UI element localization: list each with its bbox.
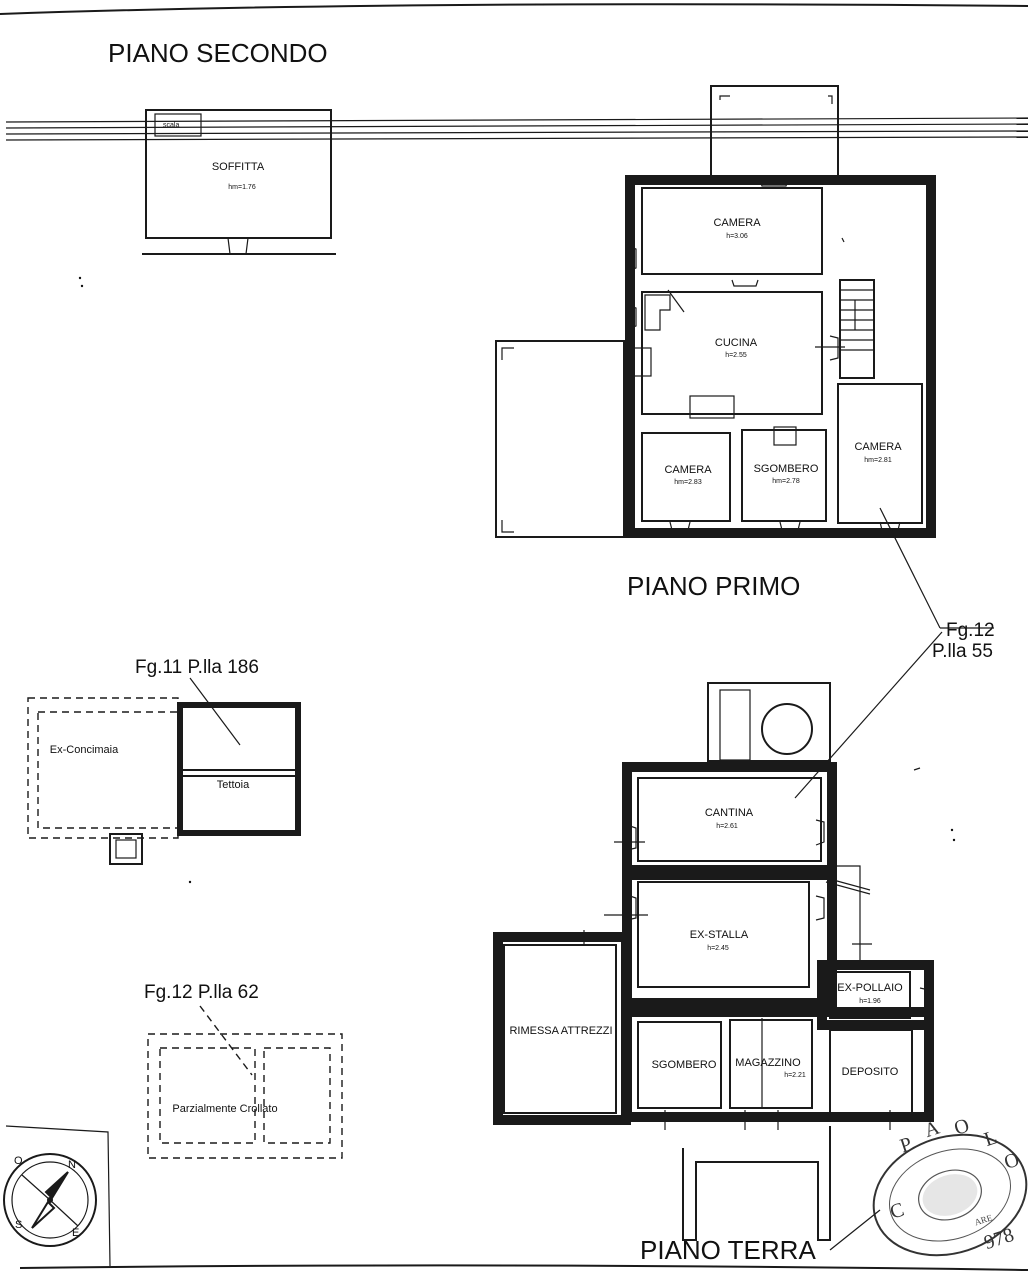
compass-e: E <box>72 1227 79 1239</box>
title-piano-primo: PIANO PRIMO <box>627 571 800 601</box>
room-sgombero-first: SGOMBERO <box>754 463 819 475</box>
compass-rose <box>3 1125 111 1267</box>
leader-line-fg11 <box>189 677 241 746</box>
title-piano-secondo: PIANO SECONDO <box>108 38 328 68</box>
room-camera-left: CAMERA <box>664 464 712 476</box>
road-lines <box>5 117 1028 141</box>
stamp-letter-3: O <box>952 1114 973 1139</box>
room-ex-pollaio-height: h=1.96 <box>859 998 881 1005</box>
scattered-marks <box>78 237 956 884</box>
parcel-fg12-55-line1: Fg.12 <box>946 620 995 641</box>
fg12-62-structure <box>147 1033 343 1159</box>
room-magazzino-height: h=2.21 <box>784 1072 806 1079</box>
parcel-fg11-186: Fg.11 P.lla 186 <box>135 657 259 678</box>
room-deposito: DEPOSITO <box>842 1066 899 1078</box>
room-camera-right-height: hm=2.81 <box>864 457 892 464</box>
compass-o: O <box>14 1155 23 1167</box>
parcel-fg12-62: Fg.12 P.lla 62 <box>144 982 259 1003</box>
room-magazzino: MAGAZZINO <box>735 1057 801 1069</box>
stamp-letter-1: P <box>897 1133 914 1157</box>
room-ex-pollaio: EX-POLLAIO <box>837 982 903 994</box>
surveyor-stamp: P A O L O 978 C ARE <box>872 1114 1028 1257</box>
room-camera-left-height: hm=2.83 <box>674 479 702 486</box>
stamp-letter-5: O <box>1002 1149 1023 1174</box>
room-camera-top: CAMERA <box>713 217 761 229</box>
top-border-line <box>0 3 1028 15</box>
room-sgombero-ground: SGOMBERO <box>652 1059 717 1071</box>
stamp-signature-stroke <box>829 1209 881 1251</box>
stamp-inner-left: C <box>887 1199 906 1224</box>
room-ex-concimaia: Ex-Concimaia <box>50 744 119 756</box>
stamp-inner-right: ARE <box>973 1212 994 1227</box>
ground-floor-plan <box>493 682 934 1241</box>
stamp-number: 978 <box>981 1224 1016 1254</box>
compass-n: N <box>68 1159 76 1171</box>
stamp-letter-2: A <box>922 1116 943 1142</box>
room-camera-right: CAMERA <box>854 441 902 453</box>
room-parzialmente-crollato: Parzialmente Crollato <box>172 1103 277 1115</box>
bottom-border-line <box>19 1264 1028 1271</box>
room-ex-stalla-height: h=2.45 <box>707 945 729 952</box>
stair-label: scala <box>163 122 179 129</box>
compass-s: S <box>15 1219 22 1231</box>
fg11-structure <box>27 697 301 865</box>
room-sgombero-first-height: hm=2.78 <box>772 478 800 485</box>
room-cantina: CANTINA <box>705 807 754 819</box>
stair-box <box>154 113 202 137</box>
room-tettoia: Tettoia <box>217 779 250 791</box>
room-soffitta-height: hm=1.76 <box>228 184 256 191</box>
room-soffitta: SOFFITTA <box>212 161 265 173</box>
room-cantina-height: h=2.61 <box>716 823 738 830</box>
first-floor-plan <box>495 85 936 538</box>
room-cucina-height: h=2.55 <box>725 352 747 359</box>
title-piano-terra: PIANO TERRA <box>640 1235 816 1265</box>
leader-line-fg12-62 <box>199 1005 253 1076</box>
stamp-letter-4: L <box>981 1126 999 1151</box>
attic-plan <box>142 109 336 255</box>
room-ex-stalla: EX-STALLA <box>690 929 749 941</box>
room-rimessa-attrezzi: RIMESSA ATTREZZI <box>509 1025 612 1037</box>
room-camera-top-height: h=3.06 <box>726 233 748 240</box>
parcel-fg12-55-line2: P.lla 55 <box>932 641 993 662</box>
room-cucina: CUCINA <box>715 337 758 349</box>
